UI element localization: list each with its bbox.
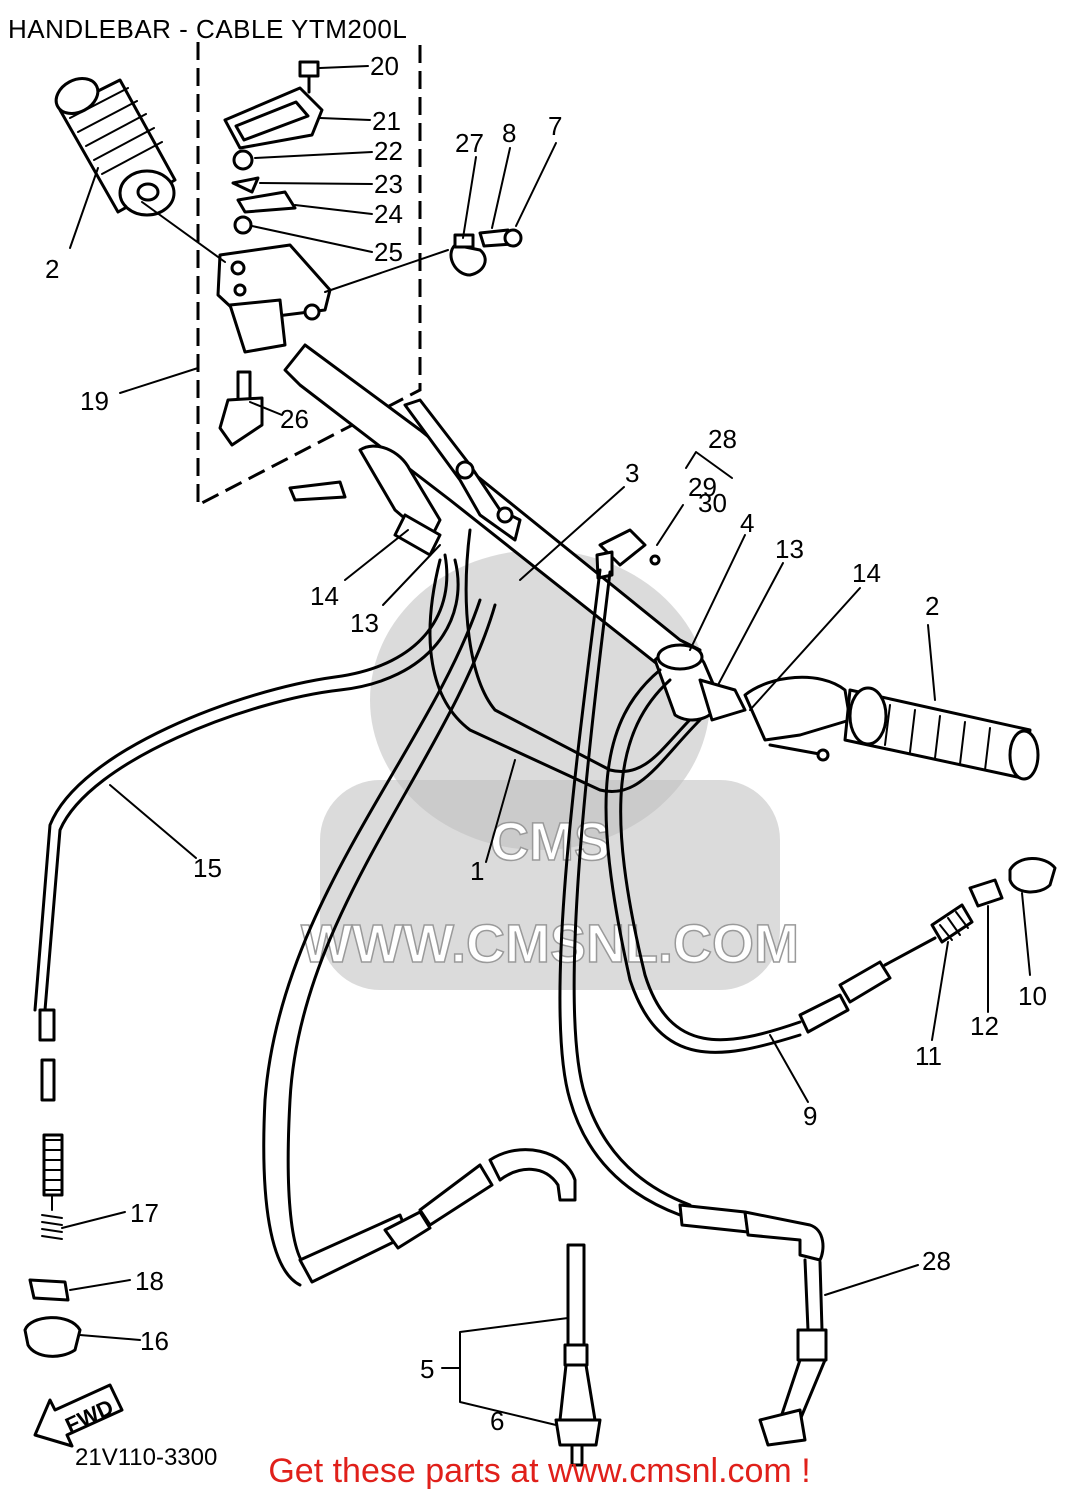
callout-16: 16 — [140, 1326, 169, 1356]
adjuster-parts-left — [23, 1278, 82, 1358]
throttle-housing — [216, 60, 332, 447]
callout-24: 24 — [374, 199, 403, 229]
callout-labels: 20 21 22 23 24 25 27 8 7 2 19 26 28 29 3… — [45, 51, 1047, 1436]
callout-30: 30 — [698, 488, 727, 518]
watermark-logo-text: CMS — [490, 812, 610, 872]
callout-7: 7 — [548, 111, 562, 141]
callout-18: 18 — [135, 1266, 164, 1296]
callout-26: 26 — [280, 404, 309, 434]
watermark-url: WWW.CMSNL.COM — [301, 914, 799, 974]
callout-15: 15 — [193, 853, 222, 883]
callout-28-bottom: 28 — [922, 1246, 951, 1276]
callout-2-left: 2 — [45, 254, 59, 284]
left-lever-fittings — [288, 398, 522, 557]
callout-28-top: 28 — [708, 424, 737, 454]
callout-11: 11 — [915, 1041, 942, 1071]
clamp-parts — [449, 228, 523, 277]
leader-lines — [61, 65, 1031, 1426]
cable-fitting-29 — [595, 528, 661, 580]
callout-27: 27 — [455, 128, 484, 158]
left-grip — [54, 76, 177, 217]
throttle-assembly-box — [196, 42, 422, 508]
fwd-arrow-icon: FWD — [33, 1383, 124, 1448]
right-grip — [843, 686, 1040, 781]
callout-20: 20 — [370, 51, 399, 81]
cables — [33, 553, 937, 1467]
callout-8: 8 — [502, 118, 516, 148]
callout-14-left: 14 — [310, 581, 339, 611]
callout-5: 5 — [420, 1354, 434, 1384]
callout-12: 12 — [970, 1011, 999, 1041]
footer-link[interactable]: Get these parts at www.cmsnl.com ! — [268, 1452, 811, 1490]
callout-2-right: 2 — [925, 591, 939, 621]
callout-4: 4 — [740, 508, 754, 538]
callout-10: 10 — [1018, 981, 1047, 1011]
callout-1: 1 — [470, 856, 484, 886]
right-lever-assembly — [653, 643, 852, 762]
callout-29: 29 — [688, 472, 717, 502]
adjuster-parts-right — [930, 857, 1057, 944]
callout-23: 23 — [374, 169, 403, 199]
callout-13-right: 13 — [775, 534, 804, 564]
watermark-logo: CMS WWW.CMSNL.COM — [300, 550, 800, 990]
page-title: HANDLEBAR - CABLE YTM200L — [8, 14, 408, 44]
drawing-code: 21V110-3300 — [75, 1444, 217, 1471]
callout-14-right: 14 — [852, 558, 881, 588]
callout-6: 6 — [490, 1406, 504, 1436]
callout-17: 17 — [130, 1198, 159, 1228]
callout-9: 9 — [803, 1101, 817, 1131]
callout-22: 22 — [374, 136, 403, 166]
callout-13-left: 13 — [350, 608, 379, 638]
callout-21: 21 — [372, 106, 401, 136]
callout-19: 19 — [80, 386, 109, 416]
callout-3: 3 — [625, 458, 639, 488]
callout-25: 25 — [374, 237, 403, 267]
